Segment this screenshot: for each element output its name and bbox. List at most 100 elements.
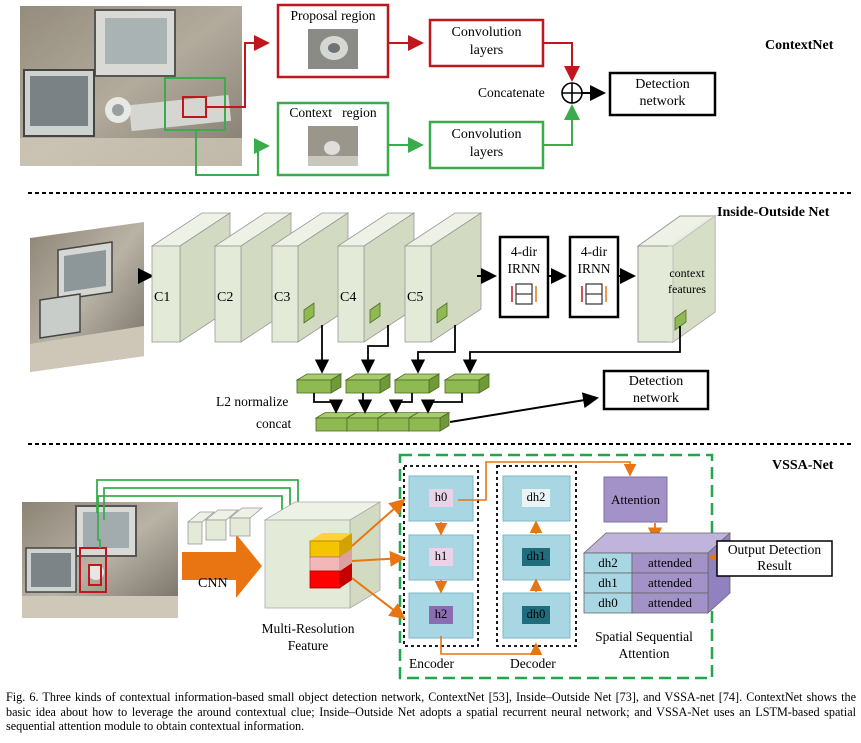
ion-detection-line-1: Detection: [628, 374, 684, 389]
stack-row-label-1: dh1: [598, 575, 618, 590]
concatenate-label: Concatenate: [478, 85, 545, 100]
decoder-state-1: [522, 548, 550, 566]
feature-line-1: Multi-Resolution: [261, 621, 355, 636]
concat-to-detection-arrow: [449, 392, 599, 423]
vssa-title: VSSA-Net: [772, 458, 834, 473]
irnn-glyph-icon-2: [581, 283, 607, 305]
conv-layers-top-box: [428, 18, 545, 68]
conv-layer-4: [336, 212, 416, 343]
conv-layer-3: [270, 212, 350, 343]
context-features-label: context features: [662, 265, 712, 297]
roi-feature-5: [436, 302, 448, 324]
ssa-line-1: Spatial Sequential: [595, 629, 693, 644]
conv-bottom-line-2: layers: [469, 145, 504, 160]
encoder-state-label-2: h2: [434, 607, 448, 621]
context-to-l2-arrow: [462, 326, 681, 374]
l2-3-to-concat-arrow: [388, 393, 413, 414]
figure-caption: Fig. 6. Three kinds of contextual inform…: [6, 690, 856, 734]
conv-layers-bottom-label: Convolution layers: [430, 126, 543, 162]
roi-feature-4: [369, 302, 381, 324]
decoder-state-label-1: dh1: [526, 549, 546, 563]
stack-top: [582, 532, 732, 554]
output-detection-box: [716, 540, 833, 577]
conv-layers-top-label: Convolution layers: [430, 24, 543, 60]
multi-resolution-feature-cube: [263, 501, 382, 609]
encoder-state-1: [429, 548, 453, 566]
conv-bottom-line-1: Convolution: [451, 127, 522, 142]
encoder-state-2: [429, 606, 453, 624]
context-features-layer: [636, 215, 717, 343]
attended-label-1: attended: [647, 575, 693, 590]
conv-layer-label-1: C1: [154, 290, 171, 305]
proposal-region-label: Proposal region: [290, 8, 376, 23]
conv-layer-label-3: C3: [274, 290, 291, 305]
cnn-arrow-icon: [182, 534, 262, 598]
contextnet-detection-line-1: Detection: [635, 77, 690, 92]
c5-to-l2-arrow: [410, 325, 456, 374]
stack-row-label-2: dh0: [598, 595, 618, 610]
ion-detection-line-2: network: [633, 391, 679, 406]
output-detection-label: Output Detection Result: [717, 542, 832, 574]
l2-1-to-concat-arrow: [313, 393, 344, 414]
attention-box: [603, 476, 668, 523]
conv-layer-label-2: C2: [217, 290, 234, 305]
conv-top-line-1: Convolution: [451, 25, 522, 40]
contextnet-detection-box: [608, 71, 717, 117]
c4-to-l2-arrow: [360, 325, 389, 374]
irnn2-line-1: 4-dir: [580, 244, 608, 259]
normalized-feature-1: [295, 373, 343, 394]
ion-section: [30, 212, 717, 432]
irnn2-label: 4-dir IRNN: [570, 243, 618, 277]
context-features-line-1: context: [669, 266, 705, 280]
irnn1-line-2: IRNN: [507, 261, 541, 276]
contextnet-title: ContextNet: [765, 38, 834, 53]
ssa-line-2: Attention: [618, 646, 670, 661]
decoder-state-label-0: dh2: [526, 490, 546, 504]
encoder-state-0: [429, 489, 453, 507]
irnn1-label: 4-dir IRNN: [500, 243, 548, 277]
multi-resolution-label: Multi-Resolution Feature: [252, 620, 364, 654]
output-line-2: Result: [757, 558, 792, 573]
conv-layer-5: [403, 212, 483, 343]
vssa-section: [22, 453, 833, 680]
attended-label-0: attended: [647, 555, 693, 570]
output-line-1: Output Detection: [727, 542, 822, 557]
concat-label: concat: [256, 416, 292, 431]
irnn2-line-2: IRNN: [577, 261, 611, 276]
desk-photo-1: [20, 6, 242, 166]
decoder-frame: [496, 465, 577, 647]
concat-feature-4: [407, 411, 451, 432]
context-features-line-2: features: [668, 282, 706, 296]
contextnet-detection-line-2: network: [639, 94, 686, 109]
normalized-feature-2: [344, 373, 392, 394]
normalized-feature-3: [393, 373, 441, 394]
cnn-slabs: [186, 507, 264, 545]
cnn-label: CNN: [198, 576, 228, 591]
attended-label-2: attended: [647, 595, 693, 610]
encoder-state-label-0: h0: [434, 490, 448, 504]
decoder-state-label-2: dh0: [526, 607, 546, 621]
ion-detection-box: [602, 369, 710, 411]
decoder-state-2: [522, 606, 550, 624]
context-region-label: Context region: [289, 105, 377, 120]
attended-cell-2: [631, 592, 709, 614]
irnn-glyph-icon-1: [511, 283, 537, 305]
stack-row-label-0: dh2: [598, 555, 618, 570]
normalized-feature-4: [443, 373, 491, 394]
ion-detection-label: Detection network: [604, 373, 708, 407]
ssa-label: Spatial Sequential Attention: [582, 628, 706, 662]
l2-normalize-label: L2 normalize: [216, 394, 289, 409]
ion-title: Inside-Outside Net: [717, 205, 830, 220]
conv-layer-label-5: C5: [407, 290, 424, 305]
contextnet-detection-label: Detection network: [610, 76, 715, 110]
conv-top-line-2: layers: [469, 43, 504, 58]
attention-label: Attention: [610, 492, 661, 507]
l2-2-to-concat-arrow: [357, 393, 373, 414]
decoder-state-0: [522, 489, 550, 507]
encoder-state-label-1: h1: [434, 549, 448, 563]
l2-4-to-concat-arrow: [420, 393, 463, 414]
encoder-label: Encoder: [409, 656, 454, 671]
desk-photo-3: [22, 502, 178, 618]
decoder-label: Decoder: [510, 656, 556, 671]
